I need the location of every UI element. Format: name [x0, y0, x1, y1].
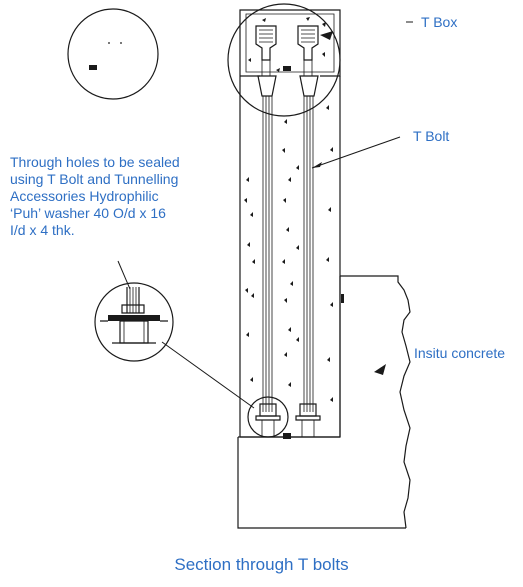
- t-bolt-base-left: [255, 403, 281, 437]
- washer-note-line-3: Accessories Hydrophilic: [10, 188, 159, 204]
- concrete-aggregate: [244, 105, 333, 402]
- detail-circle-base: [247, 396, 289, 438]
- washer-note-line-1: Through holes to be sealed: [10, 154, 180, 170]
- washer-detail: [94, 282, 174, 362]
- washer-note: Through holes to be sealed using T Bolt …: [10, 154, 180, 239]
- detail-circle-top: [227, 3, 341, 117]
- base-marker: [283, 433, 291, 439]
- leader-t-bolt: [311, 136, 401, 169]
- t-bolt-head-left: [255, 25, 277, 97]
- t-bolt-shaft-left: [262, 96, 273, 412]
- t-box: [239, 9, 341, 77]
- detail-circle-topleft: [67, 8, 159, 100]
- t-bolt-shaft-right: [303, 96, 314, 412]
- washer-note-line-2: using T Bolt and Tunnelling: [10, 171, 179, 187]
- concrete-wall: [239, 76, 341, 437]
- t-box-label: T Box: [421, 14, 458, 30]
- insitu-concrete-label: Insitu concrete: [414, 345, 506, 361]
- washer-note-line-4: ‘Puh’ washer 40 O/d x 16: [10, 205, 166, 221]
- insitu-concrete-block: [237, 275, 411, 529]
- leader-washer-note: [117, 260, 131, 290]
- t-bolt-label: T Bolt: [413, 128, 450, 144]
- t-bolt-head-right: [297, 25, 319, 97]
- leader-detail-link: [161, 341, 255, 409]
- washer-note-line-5: I/d x 4 thk.: [10, 222, 75, 238]
- t-bolt-base-right: [295, 403, 321, 437]
- diagram-caption: Section through T bolts: [174, 555, 349, 574]
